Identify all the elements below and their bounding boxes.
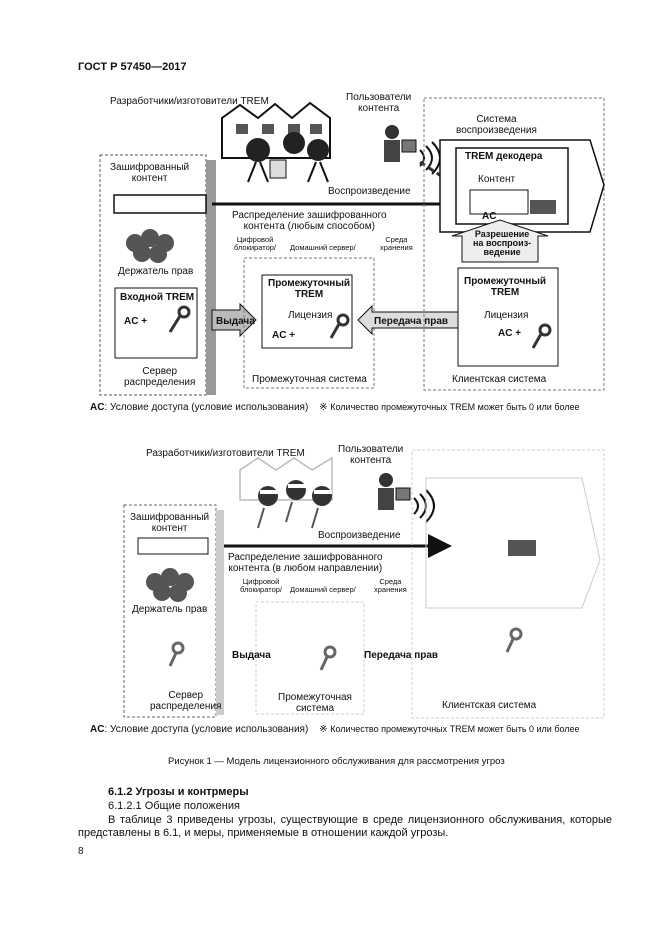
- trem-decoder-label: TREM декодера: [465, 151, 543, 162]
- rights-holder-icon: [126, 229, 174, 263]
- intermediate-ac-label: AC +: [272, 330, 296, 341]
- client-key-icon: [531, 323, 552, 349]
- issuance-label-bottom: Выдача: [232, 650, 271, 661]
- section-paragraph: В таблице 3 приведены угрозы, существующ…: [78, 814, 612, 839]
- note-ac-bottom: AC: [90, 724, 105, 735]
- server-label-bottom: Сервер распределения: [150, 690, 222, 712]
- section-subheading: 6.1.2.1 Общие положения: [108, 800, 240, 812]
- client-trem-label: Промежуточный TREM: [464, 276, 547, 298]
- intermediate-system-label-bottom: Промежуточная система: [278, 692, 352, 714]
- client-system-label-bottom: Клиентская система: [442, 700, 537, 711]
- figure-caption: Рисунок 1 — Модель лицензионного обслужи…: [168, 756, 505, 767]
- projector-icon-bottom: [508, 540, 536, 556]
- key-icon: [168, 305, 191, 333]
- decoder-ac-label: AC: [482, 211, 497, 222]
- playback-label-bottom: Воспроизведение: [318, 530, 401, 541]
- note-star: ※: [319, 402, 328, 413]
- developers-blocked-icon: [257, 480, 332, 529]
- input-ac-label: AC +: [124, 316, 148, 327]
- rights-transfer-label-bottom: Передача прав: [364, 650, 439, 661]
- users-label-bottom: Пользователи контента: [338, 444, 404, 466]
- user-computer-icon: [384, 125, 441, 175]
- developers-icon: [246, 132, 329, 183]
- playback-label: Воспроизведение: [328, 186, 411, 197]
- note-top: AC: Условие доступа (условие использован…: [90, 402, 580, 413]
- intermediate-key-icon-bottom: [319, 645, 337, 671]
- encrypted-content-label: Зашифрованный контент: [110, 162, 190, 184]
- permission-label: Разрешение на воспроиз- ведение: [473, 229, 532, 257]
- storage-medium-label-bottom: Среда хранения: [374, 577, 407, 594]
- digital-blocker-label-bottom: Цифровой блокиратор/: [240, 577, 283, 594]
- section-heading: 6.1.2 Угрозы и контрмеры: [108, 786, 249, 798]
- digital-blocker-label: Цифровой блокиратор/: [234, 235, 277, 252]
- client-key-icon-bottom: [505, 627, 523, 653]
- document-header: ГОСТ Р 57450—2017: [78, 61, 187, 73]
- storage-medium-label: Среда хранения: [380, 235, 413, 252]
- client-system-label: Клиентская система: [452, 374, 547, 385]
- playback-system-label: Система воспроизведения: [456, 114, 537, 136]
- note-star-text: Количество промежуточных TREM может быть…: [330, 402, 580, 412]
- input-trem-label: Входной TREM: [120, 292, 195, 303]
- intermediate-key-icon: [329, 313, 350, 339]
- encrypted-content-label-bottom: Зашифрованный контент: [130, 512, 210, 534]
- rights-holder-label-bottom: Держатель прав: [132, 604, 208, 615]
- developers-label: Разработчики/изготовители TREM: [110, 96, 269, 107]
- distribution-label-bottom: Распределение зашифрованного контента (в…: [228, 552, 383, 574]
- content-label: Контент: [478, 174, 516, 185]
- intermediate-system-label: Промежуточная система: [252, 374, 367, 385]
- home-server-label: Домашний сервер/: [290, 243, 356, 252]
- home-server-label-bottom: Домашний сервер/: [290, 585, 356, 594]
- users-label: Пользователи контента: [346, 92, 412, 114]
- rights-holder-icon-bottom: [146, 568, 194, 602]
- note-ac-text-bottom: : Условие доступа (условие использования…: [104, 724, 309, 735]
- client-license-label: Лицензия: [484, 310, 529, 321]
- note-ac-text: : Условие доступа (условие использования…: [104, 402, 309, 413]
- note-star-text-bottom: Количество промежуточных TREM может быть…: [330, 724, 580, 734]
- server-label: Сервер распределения: [124, 366, 196, 388]
- client-ac-label: AC +: [498, 328, 522, 339]
- intermediate-trem-label: Промежуточный TREM: [268, 278, 351, 300]
- distribution-label: Распределение зашифрованного контента (л…: [232, 210, 387, 232]
- issuance-label: Выдача: [216, 316, 255, 327]
- note-ac: AC: [90, 402, 105, 413]
- note-bottom: AC: Условие доступа (условие использован…: [90, 724, 580, 735]
- projector-icon: [530, 200, 556, 214]
- note-star-bottom: ※: [319, 724, 328, 735]
- rights-holder-label: Держатель прав: [118, 266, 194, 277]
- rights-transfer-label: Передача прав: [374, 316, 449, 327]
- page-number: 8: [78, 846, 84, 857]
- license-label: Лицензия: [288, 310, 333, 321]
- key-icon-bottom: [168, 641, 185, 667]
- developers-label-bottom: Разработчики/изготовители TREM: [146, 448, 305, 459]
